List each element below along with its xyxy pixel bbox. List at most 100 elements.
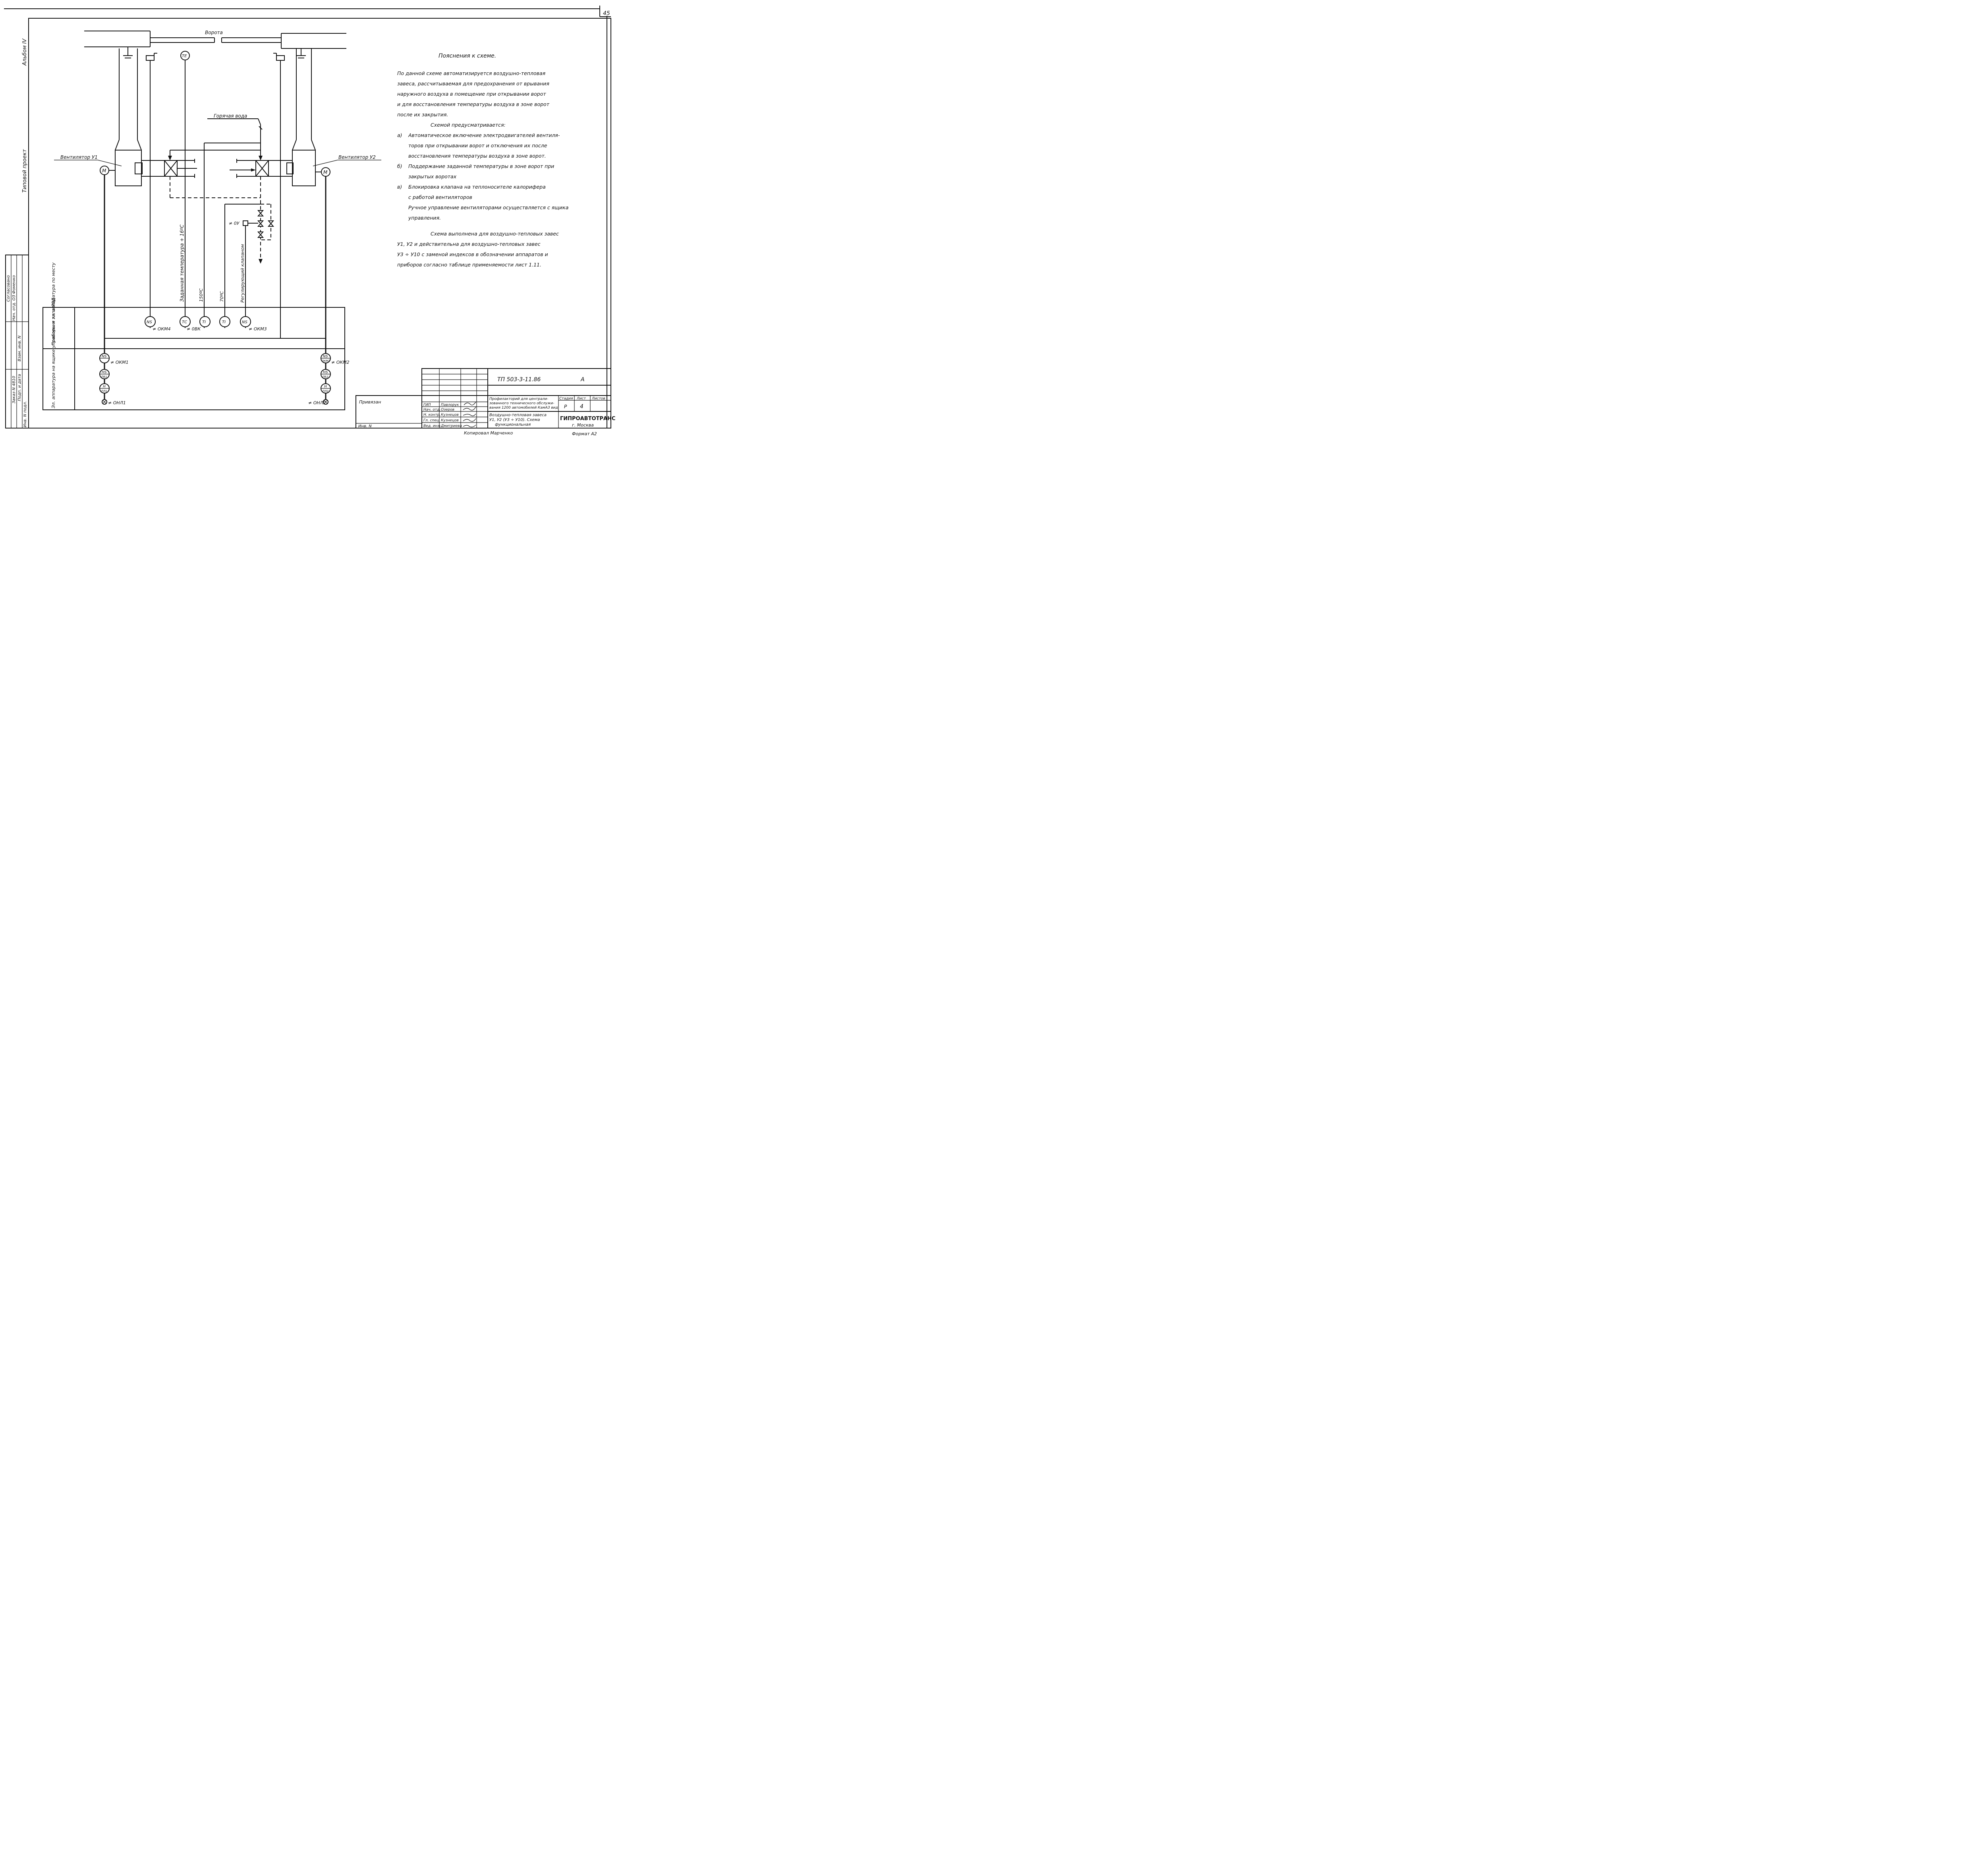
title-code: ТП 503-3-11.86: [497, 376, 541, 383]
paper-format: Формат А2: [572, 431, 597, 436]
gate: [84, 31, 346, 49]
fan-left-leader-2: [97, 160, 122, 166]
panel-right-h-symbol: H: [324, 385, 327, 389]
signer-name-1: Павлорук: [441, 403, 459, 407]
hot-water-pipe: [168, 118, 263, 160]
valve-tag: ≠ 0У: [229, 221, 240, 226]
panel-left-h-sub: ПЛ1: [101, 390, 107, 393]
field-instrument-ns-2: [240, 316, 251, 327]
signer-name-5: Дмитриева: [440, 424, 462, 428]
field-instruments-label: Приборы и эл. аппаратура по месту: [51, 262, 56, 345]
fan-left-label: Вентилятор У1: [60, 154, 98, 160]
signer-name-3: Кузнецов: [441, 413, 459, 417]
panel-right-h-sub: ПЛ2: [323, 390, 329, 393]
panel-left-lamp-tag: ≠ ОНЛ1: [108, 400, 126, 405]
notes-item-b: б) Поддержание заданной температуры в зо…: [397, 161, 596, 182]
fan-right-label: Вентилятор У2: [338, 154, 376, 160]
t70-label: 70ºС: [219, 291, 224, 302]
field-instrument-ti-2-symbol: TI: [222, 320, 226, 324]
signer-role-5: Вед. инж.: [423, 424, 442, 428]
title-block-frame: [355, 368, 611, 428]
notes-scheme-3: У3 ÷ У10 с заменой индексов в обозначени…: [397, 251, 548, 257]
field-instrument-ns-2-tag: ≠ ОКМ3: [249, 326, 267, 332]
signer-name-4: Кузнецов: [441, 419, 459, 423]
notes-provides: Схемой предусматривается:: [431, 122, 506, 128]
panel-left-lamp-icon: [102, 399, 107, 405]
panel-label: Эл. аппаратура на ящике управления типа …: [51, 297, 56, 409]
field-instrument-tc-symbol: TC: [182, 320, 187, 324]
notes-manual-1: Ручное управление вентиляторами осуществ…: [408, 205, 569, 210]
panel-left-ns-tag: ≠ ОКМ1: [110, 360, 129, 365]
hot-water-label: Горячая вода: [214, 113, 247, 119]
stamp-head-dept: Нач. отд. ОЗ: [12, 295, 16, 321]
panel-left-ns-symbol: NS: [102, 355, 107, 359]
signatures: [463, 401, 476, 427]
stamp-sign-date: Подп. и дата: [17, 374, 22, 401]
panel-left-hs-symbol: HS: [102, 371, 107, 374]
panel-left-ns: [99, 353, 110, 363]
motor-left-symbol: M: [102, 168, 106, 174]
field-instrument-ti-1-symbol: TI: [202, 320, 206, 324]
panel-right-lamp-icon: [323, 399, 328, 405]
stamp-name: Фоменко: [12, 275, 16, 294]
scheme-notes: Пояснения к схеме. По данной схеме автом…: [397, 51, 596, 270]
functional-scheme-sheet: 45 Альбом IV Типовой проект Согласовано …: [4, 6, 615, 436]
panel-right-hs: [321, 369, 331, 379]
notes-manual-2: управления.: [408, 215, 441, 221]
sheet-frame: [4, 6, 611, 428]
field-instrument-tc-tag: ≠ 0ВК: [187, 326, 201, 332]
field-instrument-ns-1: [145, 316, 156, 327]
stamp-agreed: Согласовано: [6, 275, 11, 302]
panel-right-lamp-tag: ≠ ОНЛ2: [308, 400, 326, 405]
air-heater-left: [141, 159, 197, 178]
signer-name-2: Озеров: [441, 408, 454, 412]
instrument-panel-frame: [43, 307, 345, 410]
notes-item-a-mark: а): [397, 132, 402, 138]
motor-left: [100, 166, 115, 400]
motor-right-symbol: M: [323, 170, 328, 175]
limit-switch-left: [123, 47, 157, 328]
field-instrument-ti-1: [199, 316, 211, 327]
field-instrument-tc: [180, 316, 191, 327]
notes-item-c-line-1: Блокировка клапана на теплоносителе кало…: [408, 184, 546, 190]
gate-label: Ворота: [205, 30, 223, 35]
notes-item-a-line-3: восстановления температуры воздуха в зон…: [408, 153, 546, 159]
valve-group: [243, 210, 274, 238]
field-instrument-ti-2: [219, 316, 230, 327]
signer-role-3: Н. контр.: [423, 413, 440, 417]
notes-item-c-mark: в): [397, 184, 402, 190]
signer-role-2: Нач. отд.: [423, 408, 440, 412]
org-city: г. Москва: [572, 423, 594, 428]
stamp-replaced-inv: Взам. инв. N: [17, 336, 22, 361]
sheet-value: 4: [580, 403, 583, 410]
panel-right-ns-sub: ОКМ2: [322, 359, 330, 363]
sheet-number: 45: [603, 10, 610, 17]
t150-label: 150ºС: [199, 288, 204, 302]
org-name: ГИПРОАВТОТРАНС: [560, 416, 615, 422]
project-title: Профилакторий для централи- зованного те…: [489, 397, 558, 410]
fan-right-leader-2: [313, 160, 338, 166]
panel-left-hs: [99, 369, 110, 379]
temperature-element-te: [180, 51, 190, 328]
sheets-header: Листов: [591, 397, 605, 401]
notes-item-b-mark: б): [397, 163, 402, 169]
left-margin-stamp: [5, 255, 29, 428]
setpoint-label: Заданная температура + 16ºС: [179, 224, 185, 302]
field-instrument-ns-2-symbol: NS: [242, 320, 247, 324]
stamp-inv-orig: Инв. N подл.: [23, 401, 27, 427]
panel-right-ns: [321, 353, 331, 363]
signer-role-4: Гл. спец.: [423, 419, 440, 423]
copied-by: Копировал Марченко: [464, 430, 513, 436]
panel-left-hs-sub: ПБ1: [101, 375, 107, 378]
typical-project-label: Типовой проект: [22, 149, 28, 193]
title-bound-label: Привязан: [359, 400, 381, 405]
drawing-title: Воздушно-тепловая завеса У1, У2 (У3 ÷ У1…: [489, 413, 548, 427]
title-sheet-letter: А: [580, 376, 585, 383]
regulating-valve-label: Регулирующий клапаном: [240, 244, 245, 303]
notes-item-b-line-2: закрытых воротах: [408, 174, 457, 179]
notes-intro-2: завеса, рассчитываемая для предохранения…: [397, 81, 549, 87]
panel-left-h-symbol: H: [103, 385, 106, 389]
album-label: Альбом IV: [22, 38, 28, 66]
notes-item-c: в) Блокировка клапана на теплоносителе к…: [397, 182, 596, 203]
signer-role-1: ГИП: [423, 403, 431, 407]
